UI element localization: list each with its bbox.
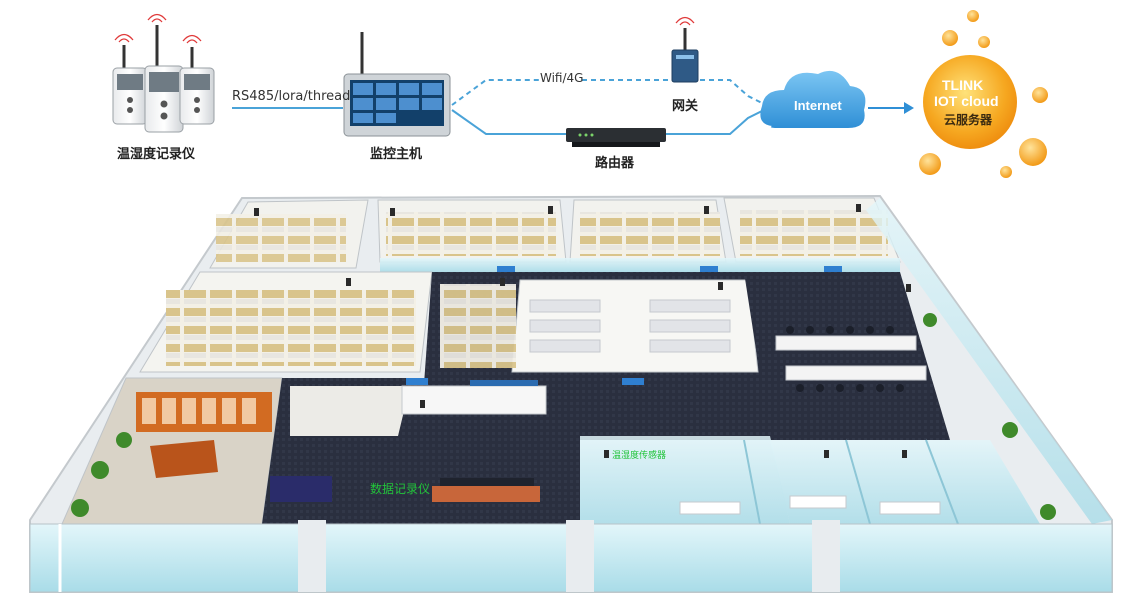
sensor-label: 温湿度传感器 — [612, 451, 667, 461]
wifi-label: Wifi/4G — [540, 71, 584, 85]
cloud-line3: 云服务器 — [944, 113, 993, 127]
internet-cloud — [760, 70, 866, 128]
antenna-icon — [114, 13, 202, 44]
host-label: 监控主机 — [370, 147, 423, 162]
cloud-server-sun — [919, 10, 1048, 178]
internet-label: Internet — [794, 98, 842, 113]
arrow-right-icon — [868, 102, 914, 114]
cloud-line2: IOT cloud — [934, 93, 999, 109]
monitoring-host — [343, 32, 451, 137]
gateway-device — [671, 28, 699, 83]
router-device — [566, 128, 666, 147]
logger-label: 温湿度记录仪 — [117, 147, 196, 162]
humidity-logger-devices — [112, 25, 215, 133]
gateway-label: 网关 — [672, 99, 699, 114]
antenna-icon — [675, 16, 695, 26]
network-links — [451, 79, 765, 135]
router-label: 路由器 — [595, 156, 635, 171]
rs485-label: RS485/lora/thread — [232, 89, 351, 104]
topology-graphic — [112, 10, 1048, 178]
data-logger-label: 数据记录仪 — [370, 482, 431, 496]
cloud-line1: TLINK — [942, 77, 984, 93]
